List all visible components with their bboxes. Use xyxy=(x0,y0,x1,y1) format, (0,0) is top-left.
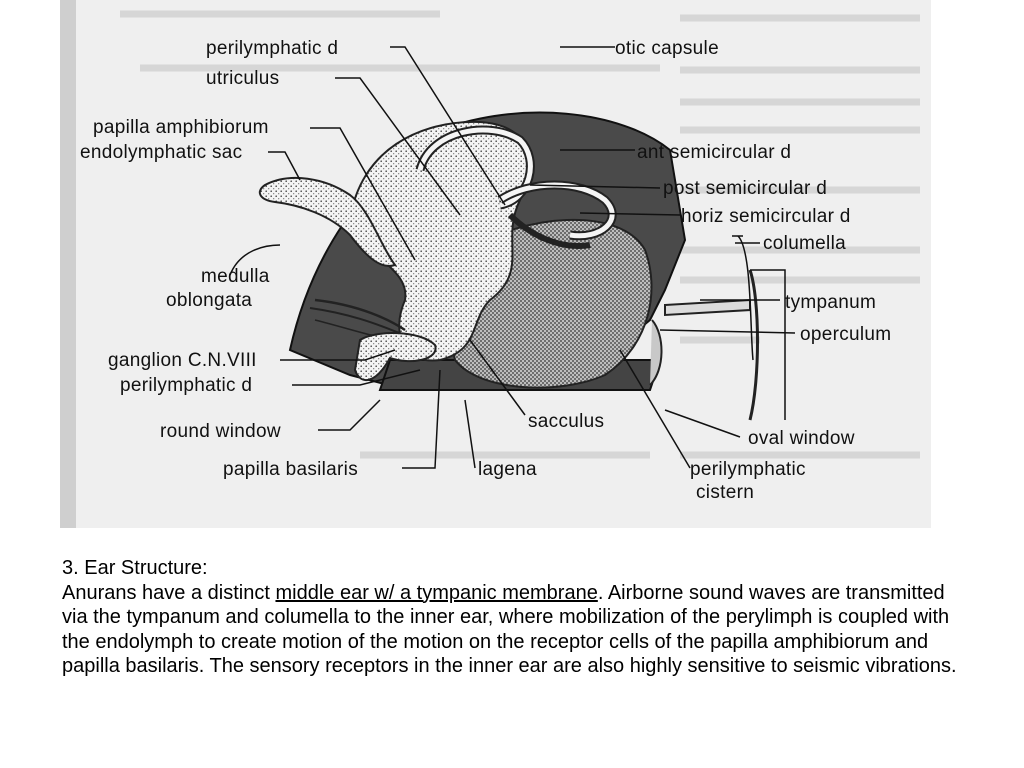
operculum-shape xyxy=(649,319,663,386)
label-oblongata: oblongata xyxy=(166,290,252,311)
ear-structure-figure: perilymphatic d otic capsule utriculus p… xyxy=(60,0,931,528)
post-semicircular-canal-lumen xyxy=(498,182,615,239)
label-papilla-amphibiorum: papilla amphibiorum xyxy=(93,117,269,138)
caption-body: Anurans have a distinct middle ear w/ a … xyxy=(62,581,962,679)
label-utriculus: utriculus xyxy=(206,68,279,89)
leader-lines xyxy=(229,46,796,469)
label-horiz-semicircular-d: horiz semicircular d xyxy=(681,206,851,227)
nerve-fibres xyxy=(314,298,406,332)
tympanum-membrane xyxy=(748,269,759,421)
membranous-labyrinth xyxy=(348,120,531,362)
label-perilymphatic: perilymphatic xyxy=(690,459,806,480)
label-lagena: lagena xyxy=(478,459,537,480)
label-perilymphatic-d-top: perilymphatic d xyxy=(206,38,338,59)
scan-edge xyxy=(60,0,76,528)
right-brackets xyxy=(732,235,786,420)
label-tympanum: tympanum xyxy=(785,292,876,313)
ganglion-shape xyxy=(353,332,437,381)
endolymphatic-sac-shape xyxy=(258,177,397,267)
label-ganglion: ganglion C.N.VIII xyxy=(108,350,257,371)
label-cistern: cistern xyxy=(696,482,754,503)
label-operculum: operculum xyxy=(800,324,891,345)
label-otic-capsule: otic capsule xyxy=(615,38,719,59)
bleed-through-text xyxy=(120,10,920,459)
label-columella: columella xyxy=(763,233,846,254)
caption-heading: 3. Ear Structure: xyxy=(62,557,208,579)
caption-intro: Anurans have a distinct xyxy=(62,581,276,604)
label-medulla: medulla xyxy=(201,266,270,287)
label-perilymphatic-d-bottom: perilymphatic d xyxy=(120,375,252,396)
label-endolymphatic-sac: endolymphatic sac xyxy=(80,142,242,163)
horiz-semicircular-canal xyxy=(507,212,591,249)
ear-diagram: perilymphatic d otic capsule utriculus p… xyxy=(60,0,931,528)
label-post-semicircular-d: post semicircular d xyxy=(663,178,827,199)
caption-text: 3. Ear Structure: Anurans have a distinc… xyxy=(62,556,962,679)
label-oval-window: oval window xyxy=(748,428,855,449)
label-sacculus: sacculus xyxy=(528,411,604,432)
caption-rest: . Airborne sound waves are transmitted v… xyxy=(62,581,957,678)
caption-underlined-phrase: middle ear w/ a tympanic membrane xyxy=(275,581,598,604)
label-ant-semicircular-d: ant semicircular d xyxy=(637,142,791,163)
label-papilla-basilaris: papilla basilaris xyxy=(223,459,358,480)
label-round-window: round window xyxy=(160,421,281,442)
